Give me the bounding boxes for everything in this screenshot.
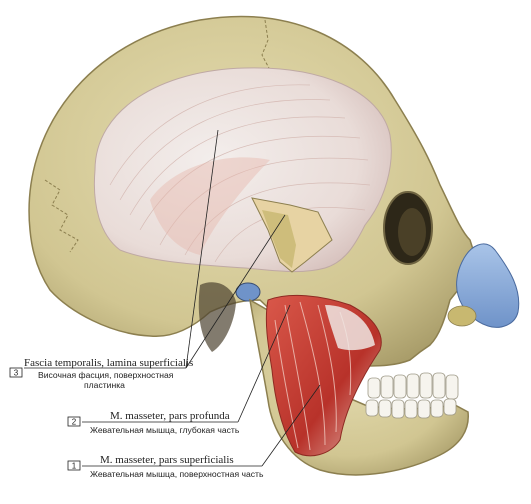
label-number: 3 (14, 369, 19, 378)
label-russian: Жевательная мышца, глубокая часть (90, 425, 240, 435)
label-masseter-profunda: 2 M. masseter, pars profunda Жевательная… (67, 410, 240, 435)
label-masseter-superficialis: 1 M. masseter, pars superficialis Жевате… (67, 454, 264, 479)
label-russian-line2: пластинка (84, 380, 125, 390)
fat-pad (262, 210, 296, 268)
masseter-tendon (325, 305, 375, 351)
nasal-fat (447, 305, 477, 327)
mastoid (198, 282, 236, 352)
fascia-fibers (109, 84, 371, 263)
leader-lines (24, 129, 321, 467)
label-number-box (9, 367, 23, 378)
label-latin: Fascia temporalis, lamina superficialis (24, 357, 193, 369)
label-latin: M. masseter, pars superficialis (100, 454, 234, 466)
teeth (365, 372, 459, 419)
label-number: 1 (72, 462, 77, 471)
label-russian: Височная фасция, поверхностная (38, 370, 174, 380)
lambdoid-suture (44, 179, 79, 253)
label-number-box (67, 416, 81, 427)
label-number: 2 (72, 418, 77, 427)
label-russian: Жевательная мышца, поверхностная часть (90, 469, 264, 479)
masseter-fibers (274, 301, 352, 451)
ear-canal (235, 282, 261, 302)
label-number-box (67, 460, 81, 471)
label-fascia-temporalis: 3 Fascia temporalis, lamina superficiali… (9, 357, 193, 390)
fascia-reddish-area (150, 157, 270, 255)
label-latin: M. masseter, pars profunda (110, 410, 230, 422)
nasal-cartilage (456, 243, 520, 328)
orbit-inner (398, 208, 426, 256)
